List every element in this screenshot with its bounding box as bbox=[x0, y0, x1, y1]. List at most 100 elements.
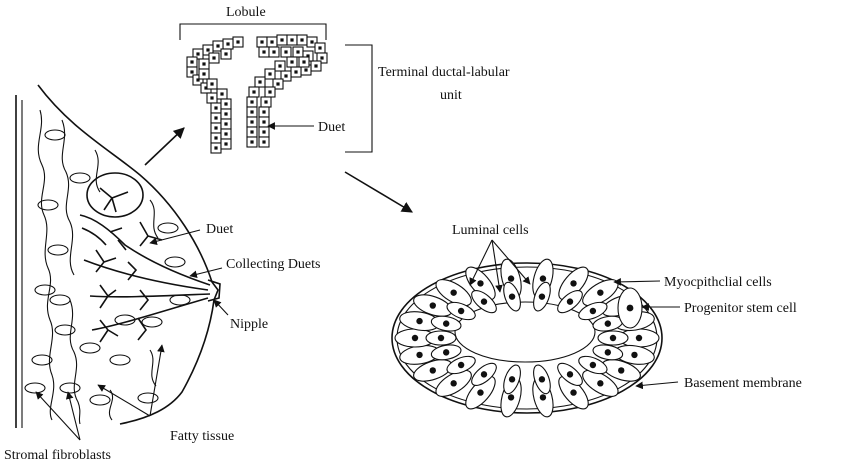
acinus-cell-nucleus bbox=[416, 352, 422, 358]
tdlu-cell-nucleus bbox=[290, 38, 293, 41]
tdlu-cell-nucleus bbox=[224, 52, 227, 55]
tdlu-cell-nucleus bbox=[260, 40, 263, 43]
tdlu-cell-nucleus bbox=[214, 126, 217, 129]
tdlu-cell-nucleus bbox=[190, 60, 193, 63]
acinus-cell-nucleus bbox=[570, 280, 576, 286]
tdlu-cell-nucleus bbox=[210, 82, 213, 85]
tdlu-cell-nucleus bbox=[304, 68, 307, 71]
tdlu-bracket bbox=[345, 45, 372, 152]
tdlu-cell-nucleus bbox=[250, 100, 253, 103]
tdlu-cell-nucleus bbox=[224, 132, 227, 135]
tdlu-cell-nucleus bbox=[216, 44, 219, 47]
tdlu-cell-nucleus bbox=[250, 120, 253, 123]
tdlu-cell-nucleus bbox=[270, 40, 273, 43]
acinus-cell-nucleus bbox=[605, 320, 611, 326]
tdlu-label-line1: Terminal ductal-labular bbox=[378, 65, 510, 80]
acinus-cell-nucleus bbox=[605, 349, 611, 355]
acinus-cell-nucleus bbox=[458, 308, 464, 314]
tdlu-cell-nucleus bbox=[272, 50, 275, 53]
tdlu-cell-nucleus bbox=[284, 74, 287, 77]
tdlu-cell-nucleus bbox=[190, 70, 193, 73]
myoepithelial-arrow bbox=[614, 281, 660, 282]
tdlu-cell-nucleus bbox=[262, 140, 265, 143]
tdlu-cell-nucleus bbox=[262, 130, 265, 133]
acinus-cell-nucleus bbox=[597, 380, 603, 386]
duct-top-label: Duet bbox=[318, 120, 345, 135]
tdlu-cell-nucleus bbox=[300, 38, 303, 41]
acinus-cell-nucleus bbox=[430, 302, 436, 308]
tdlu-cell-nucleus bbox=[214, 146, 217, 149]
tdlu-cell-nucleus bbox=[268, 90, 271, 93]
acinus-cell-nucleus bbox=[477, 389, 483, 395]
collecting-ducts-label: Collecting Duets bbox=[226, 257, 321, 272]
acinus-cell-nucleus bbox=[477, 280, 483, 286]
nipple-label: Nipple bbox=[230, 317, 268, 332]
acinus-cell-nucleus bbox=[509, 376, 515, 382]
tdlu-cell-nucleus bbox=[314, 64, 317, 67]
acinus-cell-nucleus bbox=[430, 367, 436, 373]
ductal-lobes bbox=[80, 173, 210, 342]
tdlu-cell-nucleus bbox=[224, 112, 227, 115]
arrow-to-tdlu bbox=[145, 128, 184, 165]
acinus-cell-nucleus bbox=[416, 318, 422, 324]
tdlu-cell-nucleus bbox=[294, 70, 297, 73]
tdlu-right-arm bbox=[247, 35, 327, 147]
acinus-cell-nucleus bbox=[539, 376, 545, 382]
tdlu-cell-nucleus bbox=[278, 64, 281, 67]
tdlu-cell-nucleus bbox=[212, 56, 215, 59]
tdlu-cell-nucleus bbox=[224, 122, 227, 125]
basement-membrane-label: Basement membrane bbox=[684, 376, 802, 391]
tdlu-cell-nucleus bbox=[280, 38, 283, 41]
fatty-tissue-arrow-2 bbox=[98, 385, 150, 416]
tdlu-cell-nucleus bbox=[220, 92, 223, 95]
acinus-cell-nucleus bbox=[443, 320, 449, 326]
acinus-cross-section bbox=[392, 240, 680, 419]
fatty-tissue-label: Fatty tissue bbox=[170, 429, 234, 444]
tdlu-cell-nucleus bbox=[224, 142, 227, 145]
progenitor-stem-cell-nucleus bbox=[627, 305, 634, 312]
acinus-cell-nucleus bbox=[631, 352, 637, 358]
tdlu-cell-nucleus bbox=[296, 50, 299, 53]
tdlu-cell-nucleus bbox=[290, 60, 293, 63]
tdlu-cell-nucleus bbox=[302, 60, 305, 63]
luminal-cells-label: Luminal cells bbox=[452, 223, 529, 238]
acinus-cell-nucleus bbox=[508, 394, 514, 400]
acinus-cell-nucleus bbox=[450, 289, 456, 295]
tdlu-cell-nucleus bbox=[250, 140, 253, 143]
myoepithelial-cells-label: Myocpithclial cells bbox=[664, 275, 772, 290]
acinus-cell-nucleus bbox=[508, 275, 514, 281]
tdlu-cell-nucleus bbox=[214, 136, 217, 139]
tdlu-cell-nucleus bbox=[250, 130, 253, 133]
tdlu-cell-nucleus bbox=[224, 102, 227, 105]
acinus-cell-nucleus bbox=[540, 394, 546, 400]
acinus-cell-nucleus bbox=[438, 335, 444, 341]
acinus-cell-nucleus bbox=[590, 362, 596, 368]
basement-membrane-arrow bbox=[636, 382, 678, 386]
tdlu-cell-nucleus bbox=[252, 90, 255, 93]
tdlu-cell-nucleus bbox=[264, 100, 267, 103]
collecting-ducts-arrow bbox=[190, 268, 222, 276]
tdlu-cell-nucleus bbox=[284, 50, 287, 53]
tdlu-cell-nucleus bbox=[250, 110, 253, 113]
lumen bbox=[455, 302, 595, 362]
acinus-cell-nucleus bbox=[590, 308, 596, 314]
stromal-arrow-1 bbox=[36, 392, 80, 440]
tdlu-cell-nucleus bbox=[258, 80, 261, 83]
duct-left-label: Duet bbox=[206, 222, 233, 237]
lobule-label: Lobule bbox=[226, 5, 266, 20]
acinus-cell-nucleus bbox=[509, 293, 515, 299]
fatty-tissue-arrow-1 bbox=[150, 345, 162, 416]
tdlu-cell-nucleus bbox=[276, 82, 279, 85]
breast-section bbox=[16, 85, 228, 440]
tdlu-cell-nucleus bbox=[262, 50, 265, 53]
stromal-wavy-lines bbox=[38, 110, 158, 424]
tdlu-label-line2: unit bbox=[440, 88, 462, 103]
tdlu-left-arm bbox=[187, 37, 243, 153]
tdlu-diagram bbox=[145, 24, 412, 212]
acinus-cell-nucleus bbox=[567, 298, 573, 304]
acinus-cell-nucleus bbox=[618, 367, 624, 373]
acinus-cell-nucleus bbox=[610, 335, 616, 341]
acinus-cell-nucleus bbox=[570, 389, 576, 395]
acinus-cell-nucleus bbox=[443, 349, 449, 355]
tdlu-cell-nucleus bbox=[318, 46, 321, 49]
